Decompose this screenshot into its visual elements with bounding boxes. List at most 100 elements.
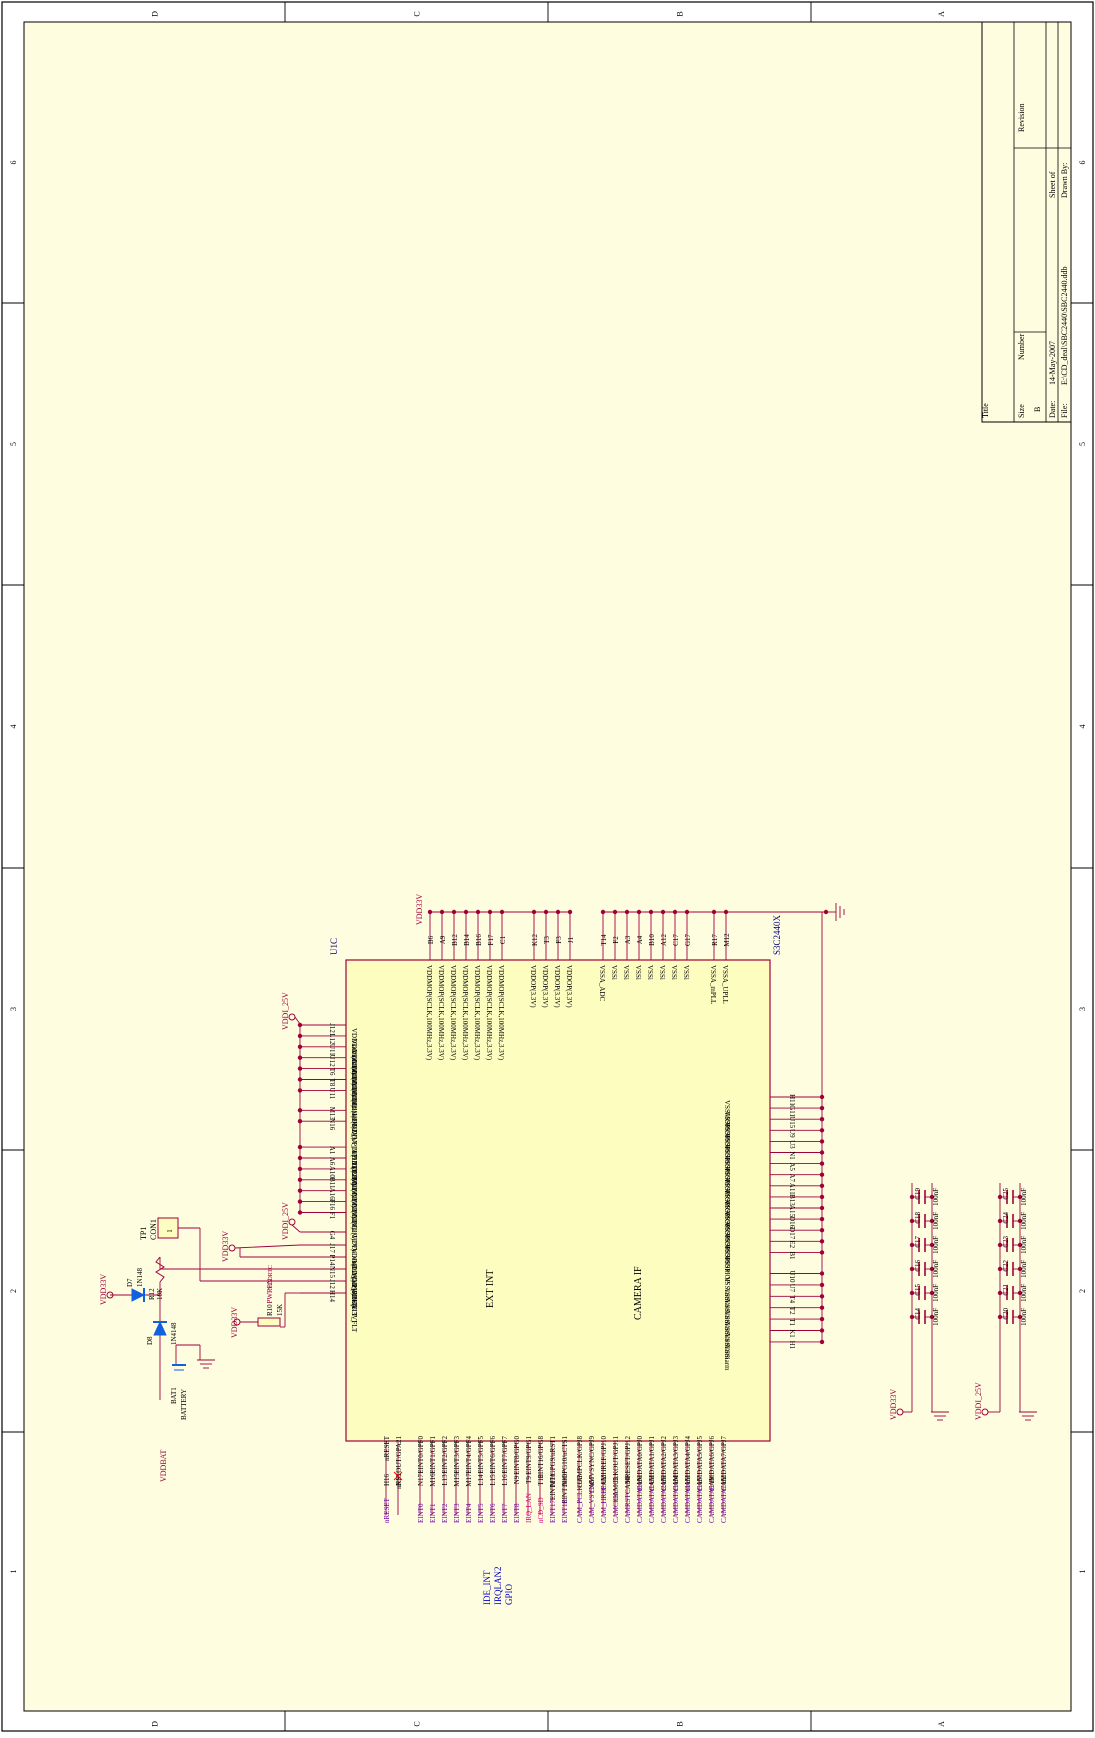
pin-name: VDDiarm(1.2V) <box>350 1061 358 1108</box>
pin-number: U11 <box>328 1044 336 1056</box>
cap-value: 100nF <box>932 1308 940 1326</box>
net-pwren-label: PWREN <box>266 1279 274 1304</box>
pin-name: VSSMOP <box>723 1144 731 1172</box>
pin-name: EINT8/GPG0 <box>513 1436 521 1475</box>
pin-name: VSSiarm <box>723 1277 731 1303</box>
zone-number: 6 <box>9 161 18 165</box>
pin-number: J17 <box>328 1243 336 1253</box>
pin-name: VDDiarm(1.2V) <box>350 1028 358 1075</box>
pin-number: A10 <box>328 1166 336 1179</box>
pin-number: B1 <box>788 1251 796 1260</box>
file-label: File: <box>1060 403 1069 418</box>
pin-name: VSSi <box>622 965 630 980</box>
r12-refdes: R12 <box>148 1288 156 1300</box>
pin-name: VSSMOP <box>723 1167 731 1195</box>
pin-number: A16 <box>328 1188 336 1201</box>
cap-junction <box>909 1290 915 1296</box>
cap-junction <box>929 1242 935 1248</box>
pin-number: J1 <box>567 936 575 943</box>
pin-name: VSSi <box>610 965 618 980</box>
net-caps-label: VDDI_25V <box>974 1382 983 1420</box>
date-value: 14-May-2007 <box>1048 341 1057 385</box>
pin-name: VSSi <box>658 965 666 980</box>
pin-name: VDDiarm(1.2V) <box>350 1093 358 1140</box>
pin-name: CAMCLKOUT/GPJ11 <box>612 1436 620 1501</box>
pin-number: G3 <box>648 1475 656 1484</box>
pin-number: G2 <box>600 1475 608 1484</box>
pin-number: H16 <box>383 1473 391 1486</box>
pin-number: F1 <box>328 1212 336 1220</box>
power-port <box>233 1318 241 1326</box>
pin-name: VDDi(1.2V) <box>350 1183 358 1219</box>
net-label: IRQ_LAN <box>525 1493 533 1523</box>
resistor-r12-icon <box>155 1256 165 1283</box>
cap-junction <box>997 1194 1003 1200</box>
cap-refdes: C21 <box>1002 1284 1010 1296</box>
pin-number: M12 <box>723 933 731 947</box>
pin-name: VDDMOP(SCLK,100MHz,3.3V) <box>473 965 481 1061</box>
camera-if-label: CAMERA IF <box>633 1266 644 1320</box>
pin-name: VSSMOP <box>723 1133 731 1161</box>
pin-name: VSSiarm <box>723 1288 731 1314</box>
net-vddi-label: VDDI_25V <box>281 992 290 1030</box>
pin-name: VSSMOP <box>723 1122 731 1150</box>
pin-name: VDDOP(3.3V) <box>565 965 573 1008</box>
zone-letter: D <box>151 11 160 17</box>
pin-name: VSSMOP <box>723 1100 731 1128</box>
cap-refdes: C24 <box>1002 1212 1010 1224</box>
cap-refdes: C16 <box>914 1260 922 1272</box>
cap-value: 100nF <box>1020 1212 1028 1230</box>
pin-name: CAMDATA1/GPJ1 <box>648 1436 656 1491</box>
net-label: EINT0 <box>417 1503 425 1523</box>
pin-number: K12 <box>531 933 539 946</box>
pin-name: CAMRESET/GPJ12 <box>624 1436 632 1494</box>
ic-body <box>345 959 771 1442</box>
pin-number: B11 <box>328 1177 336 1189</box>
net-vddbat-label: VDDBAT <box>159 1449 168 1482</box>
pin-name: VSSi <box>634 965 642 980</box>
pin-name: VDDi(1.2V) <box>350 1172 358 1208</box>
cap-refdes: C18 <box>914 1212 922 1224</box>
pin-number: L14 <box>477 1474 485 1486</box>
cap-refdes: C23 <box>1002 1236 1010 1248</box>
zone-letter: D <box>151 1721 160 1727</box>
pin-number: N1 <box>788 1151 796 1160</box>
pin-number: H2 <box>720 1475 728 1484</box>
cap-value: 100nF <box>932 1236 940 1254</box>
pin-number: H5 <box>660 1475 668 1484</box>
battery-refdes: BAT1 <box>170 1387 178 1404</box>
pin-name: EINT2/GPF2 <box>441 1436 449 1474</box>
cap-junction <box>997 1266 1003 1272</box>
cap-value: 100nF <box>1020 1260 1028 1278</box>
cap-junction <box>997 1242 1003 1248</box>
pin-name: VDDOP(3.3V) <box>541 965 549 1008</box>
pin-number: J3 <box>612 1476 620 1483</box>
pin-number: T2 <box>788 1307 796 1315</box>
pin-number: U15 <box>788 1116 796 1129</box>
pin-number: H11 <box>788 1094 796 1106</box>
pin-name: VDDMOP(SCLK,100MHz,3.3V) <box>485 965 493 1061</box>
net-label: CAM_HREF <box>600 1486 608 1523</box>
cap-refdes: C15 <box>914 1284 922 1296</box>
net-label: EINT2 <box>441 1503 449 1523</box>
cap-refdes: C19 <box>914 1188 922 1200</box>
cap-refdes: C17 <box>914 1236 922 1248</box>
pin-name: CAMDATA2/GPJ2 <box>660 1436 668 1491</box>
pin-name: EINT6/GPF6 <box>489 1436 497 1474</box>
pin-number: M11 <box>549 1473 557 1486</box>
cap-value: 100nF <box>1020 1188 1028 1206</box>
pin-name: CAMDATA3/GPJ3 <box>672 1436 680 1491</box>
cap-refdes: C22 <box>1002 1260 1010 1272</box>
pin-name: VSSiarm <box>723 1345 731 1371</box>
net-label: nCD_SD <box>537 1497 545 1523</box>
pin-number: C1 <box>499 935 507 944</box>
pin-number: A9 <box>439 935 447 944</box>
pin-number: N15 <box>328 1266 336 1279</box>
pin-number: J4 <box>624 1476 632 1483</box>
net-vdd33-top: VDD33V <box>415 894 424 925</box>
pin-number: B6 <box>427 935 435 944</box>
pin-number: G5 <box>576 1475 584 1484</box>
pin-number: B10 <box>648 934 656 946</box>
net-label: EINT18 <box>561 1500 569 1523</box>
